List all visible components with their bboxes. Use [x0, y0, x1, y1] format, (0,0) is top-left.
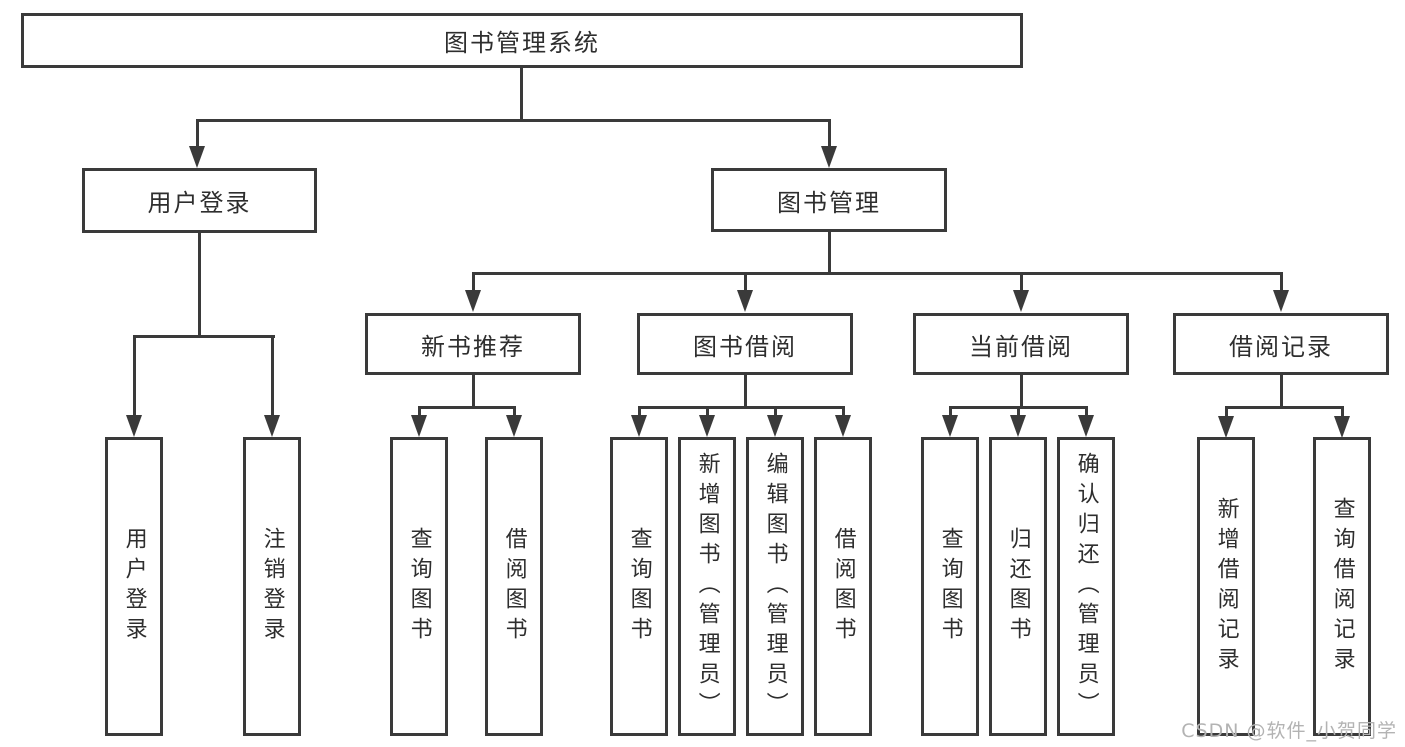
connector-line	[1020, 375, 1023, 409]
connector-arrow	[1334, 416, 1350, 438]
connector-line	[418, 406, 421, 418]
connector-line	[638, 406, 845, 409]
leaf-logout: 注销登录	[243, 437, 301, 736]
leaf-records-query-record: 查询借阅记录	[1313, 437, 1371, 736]
connector-arrow	[465, 290, 481, 312]
node-label: 注销登录	[259, 526, 285, 647]
node-book-borrowing: 图书借阅	[637, 313, 853, 375]
connector-line	[828, 232, 831, 275]
node-label: 借阅图书	[830, 526, 856, 647]
connector-line	[744, 272, 747, 292]
leaf-borrowing-borrow-books: 借阅图书	[814, 437, 872, 736]
connector-line	[1341, 406, 1344, 418]
leaf-current-query-books: 查询图书	[921, 437, 979, 736]
node-label: 查询借阅记录	[1329, 496, 1355, 677]
node-label: 归还图书	[1005, 526, 1031, 647]
node-label: 用户登录	[121, 526, 147, 647]
node-label: 用户登录	[147, 189, 252, 217]
connector-arrow	[767, 415, 783, 437]
connector-line	[472, 375, 475, 409]
connector-arrow	[631, 415, 647, 437]
connector-line	[271, 335, 274, 418]
leaf-current-confirm-return-admin: 确认归还（管理员）	[1057, 437, 1115, 736]
connector-line	[196, 119, 831, 122]
node-label: 新书推荐	[421, 332, 525, 361]
leaf-borrowing-edit-books-admin: 编辑图书（管理员）	[746, 437, 804, 736]
connector-line	[1225, 406, 1344, 409]
connector-arrow	[264, 415, 280, 437]
leaf-borrowing-query-books: 查询图书	[610, 437, 668, 736]
connector-arrow	[1218, 416, 1234, 438]
connector-arrow	[699, 415, 715, 437]
leaf-records-add-record: 新增借阅记录	[1197, 437, 1255, 736]
connector-arrow	[126, 415, 142, 437]
connector-line	[638, 406, 641, 418]
connector-line	[196, 119, 199, 149]
node-label: 编辑图书（管理员）	[762, 451, 788, 722]
node-label: 新增借阅记录	[1213, 496, 1239, 677]
connector-arrow	[411, 415, 427, 437]
node-label: 查询图书	[626, 526, 652, 647]
connector-line	[198, 233, 201, 338]
connector-arrow	[737, 290, 753, 312]
leaf-recommend-borrow-books: 借阅图书	[485, 437, 543, 736]
connector-line	[418, 406, 516, 409]
node-new-book-recommend: 新书推荐	[365, 313, 581, 375]
node-label: 图书借阅	[693, 332, 797, 361]
leaf-current-return-books: 归还图书	[989, 437, 1047, 736]
csdn-watermark: CSDN @软件_小贺同学	[1181, 720, 1397, 742]
node-label: 图书管理系统	[444, 29, 600, 57]
connector-line	[1280, 272, 1283, 292]
connector-arrow	[1010, 415, 1026, 437]
connector-line	[1085, 406, 1088, 418]
connector-line	[842, 406, 845, 418]
leaf-borrowing-add-books-admin: 新增图书（管理员）	[678, 437, 736, 736]
connector-arrow	[506, 415, 522, 437]
connector-line	[133, 335, 136, 418]
connector-line	[472, 272, 1282, 275]
leaf-user-login: 用户登录	[105, 437, 163, 736]
node-borrowing-records: 借阅记录	[1173, 313, 1389, 375]
connector-line	[1017, 406, 1020, 418]
node-current-borrowing: 当前借阅	[913, 313, 1129, 375]
connector-arrow	[942, 415, 958, 437]
node-label: 借阅记录	[1229, 332, 1333, 361]
connector-line	[1020, 272, 1023, 292]
node-label: 借阅图书	[501, 526, 527, 647]
node-label: 当前借阅	[969, 332, 1073, 361]
connector-line	[706, 406, 709, 418]
connector-arrow	[1013, 290, 1029, 312]
node-label: 查询图书	[406, 526, 432, 647]
node-library-management-system: 图书管理系统	[21, 13, 1023, 68]
connector-line	[949, 406, 952, 418]
connector-arrow	[1078, 415, 1094, 437]
connector-line	[472, 272, 475, 292]
node-label: 确认归还（管理员）	[1073, 451, 1099, 722]
connector-line	[513, 406, 516, 418]
node-label: 查询图书	[937, 526, 963, 647]
connector-arrow	[821, 146, 837, 168]
node-label: 图书管理	[777, 188, 881, 217]
connector-arrow	[189, 146, 205, 168]
node-user-login-group: 用户登录	[82, 168, 317, 233]
connector-line	[520, 68, 523, 121]
connector-line	[774, 406, 777, 418]
connector-line	[828, 119, 831, 149]
connector-line	[133, 335, 275, 338]
connector-line	[1225, 406, 1228, 418]
node-label: 新增图书（管理员）	[694, 451, 720, 722]
connector-line	[1280, 375, 1283, 409]
node-book-management-group: 图书管理	[711, 168, 947, 232]
connector-arrow	[835, 415, 851, 437]
connector-arrow	[1273, 290, 1289, 312]
leaf-recommend-query-books: 查询图书	[390, 437, 448, 736]
connector-line	[744, 375, 747, 409]
